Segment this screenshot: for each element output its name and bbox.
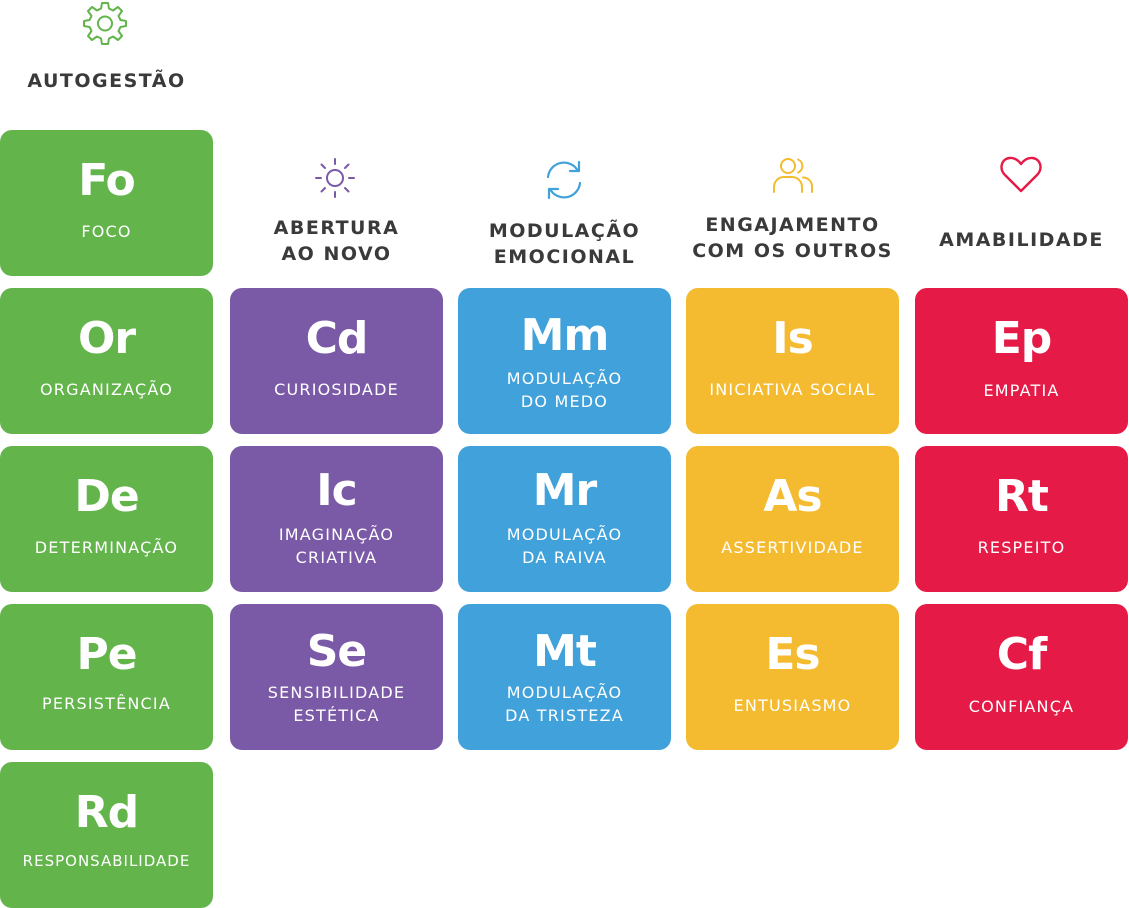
tile-abbr: Rt [995, 471, 1049, 522]
people-icon [770, 152, 816, 198]
tile-de: De DETERMINAÇÃO [0, 446, 213, 592]
tile-abbr: Rd [74, 787, 139, 838]
tile-abbr: As [763, 471, 822, 522]
tile-ep: Ep EMPATIA [915, 288, 1128, 434]
tile-label: RESPEITO [977, 538, 1066, 557]
tile-abbr: Mm [520, 310, 610, 361]
tile-or: Or ORGANIZAÇÃO [0, 288, 213, 434]
tile-abbr: Pe [76, 629, 137, 680]
group-heading-amabilidade: AMABILIDADE [939, 229, 1104, 251]
tile-fo: Fo FOCO [0, 130, 213, 276]
tile-abbr: Mr [532, 465, 597, 516]
tile-label: ENTUSIASMO [733, 696, 852, 715]
tile-abbr: Ep [991, 313, 1053, 364]
tile-label: ASSERTIVIDADE [721, 538, 864, 557]
tile-rd: Rd RESPONSABILIDADE [0, 762, 213, 908]
tile-abbr: Ic [316, 465, 357, 516]
tile-abbr: Es [765, 629, 820, 680]
group-heading-autogestao: AUTOGESTÃO [27, 70, 186, 92]
tile-es: Es ENTUSIASMO [686, 604, 899, 750]
tile-abbr: Or [77, 313, 136, 364]
tile-abbr: Cf [996, 629, 1047, 680]
tile-label: CURIOSIDADE [274, 380, 399, 399]
tile-cd: Cd CURIOSIDADE [230, 288, 443, 434]
tile-label: ORGANIZAÇÃO [40, 380, 173, 399]
tile-abbr: Cd [305, 313, 369, 364]
tile-label: PERSISTÊNCIA [42, 694, 171, 713]
tile-abbr: Se [306, 626, 368, 677]
sun-icon [312, 155, 358, 201]
tile-abbr: Is [772, 313, 814, 364]
refresh-icon [541, 157, 587, 203]
tile-cf: Cf CONFIANÇA [915, 604, 1128, 750]
heart-icon [998, 151, 1044, 197]
gear-icon [82, 0, 128, 46]
tile-label: DETERMINAÇÃO [34, 538, 179, 557]
tile-label: EMPATIA [983, 381, 1060, 400]
tile-label: RESPONSABILIDADE [22, 852, 191, 870]
tile-abbr: Fo [78, 155, 136, 206]
tile-label: FOCO [81, 222, 132, 241]
tile-label: INICIATIVA SOCIAL [709, 380, 876, 399]
tile-label: CONFIANÇA [968, 697, 1075, 716]
tile-pe: Pe PERSISTÊNCIA [0, 604, 213, 750]
tile-as: As ASSERTIVIDADE [686, 446, 899, 592]
tile-rt: Rt RESPEITO [915, 446, 1128, 592]
tile-abbr: De [74, 471, 139, 522]
tile-is: Is INICIATIVA SOCIAL [686, 288, 899, 434]
tile-abbr: Mt [533, 626, 597, 677]
